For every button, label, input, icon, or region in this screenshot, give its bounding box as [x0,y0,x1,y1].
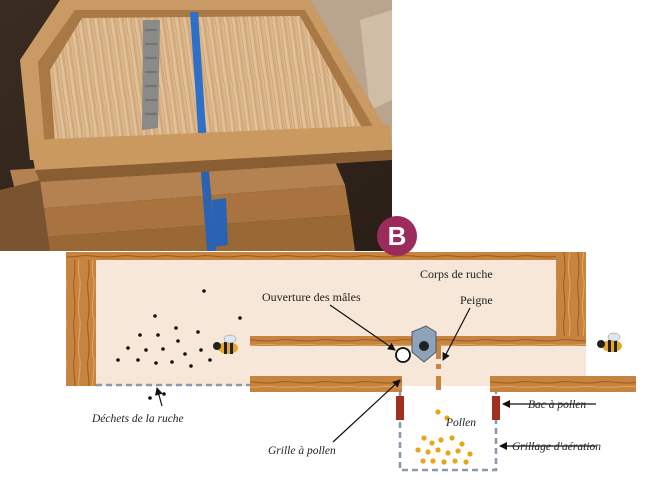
ouverture-circle [395,347,411,363]
bee-icon [597,332,622,352]
top-wall [66,252,586,260]
peigne-top [436,345,441,359]
hive-photo-illustration [0,0,392,251]
label-bac-a-pollen: Bac à pollen [528,399,586,411]
label-grille-a-pollen: Grille à pollen [268,445,336,457]
label-peigne: Peigne [460,293,493,307]
label-dechets: Déchets de la ruche [91,413,184,425]
waste-particles [116,289,242,400]
arrow-dechets [155,387,163,407]
floor-right [490,376,636,392]
label-ouverture-des-males: Ouverture des mâles [262,290,361,304]
label-pollen: Pollen [445,417,476,429]
label-corps-de-ruche: Corps de ruche [420,267,493,281]
figure-badge [377,216,417,256]
hive-body [66,252,586,386]
peigne-tooth [436,364,441,369]
pollen-pellets [415,409,473,465]
right-wall [556,252,586,338]
bee-icon [213,334,238,354]
pollen-tray-wall-left [396,396,404,420]
arrow-ouverture [329,304,396,351]
figure-badge-label: B [388,221,407,251]
arrow-grille [332,379,401,443]
hive-photo [0,0,392,251]
floor-left [250,376,402,392]
peigne-bottom [436,376,441,390]
arrow-peigne [442,307,471,361]
aeration-mesh [398,392,498,472]
left-wall [66,252,96,386]
label-grillage: Grillage d'aération [512,441,601,453]
pollen-tray-wall-right [492,396,500,420]
drone-exit-hole [419,341,429,351]
